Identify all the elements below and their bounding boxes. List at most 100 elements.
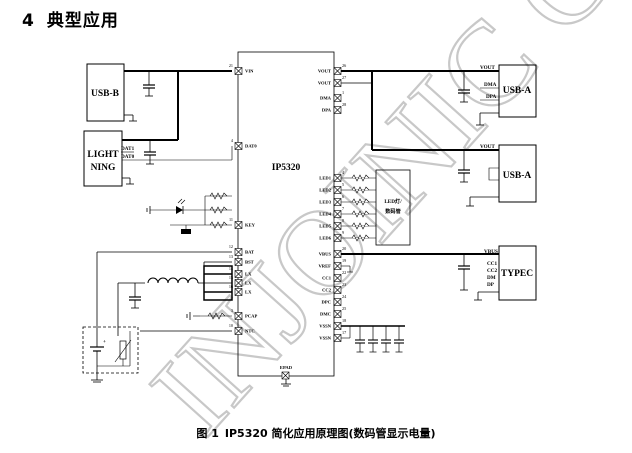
section-number: 4 — [22, 11, 35, 31]
led-resistor — [341, 198, 376, 206]
pin-number: 26 — [342, 63, 346, 68]
signal-dm: DM — [487, 275, 496, 281]
led-resistor — [341, 222, 376, 230]
chip-bottom-pin: EPAD — [280, 365, 293, 387]
pin-label: VBUS — [319, 252, 332, 257]
usb-b-label: USB-B — [91, 89, 120, 99]
battery-inductor-network: + — [82, 251, 233, 383]
pin-number: 22 — [342, 270, 346, 275]
section-title: 典型应用 — [46, 11, 119, 31]
pin-number: 11 — [229, 217, 233, 222]
signal-vout-2: VOUT — [480, 144, 495, 150]
chip-right-pins: 26VOUT27VOUT1DMA28DPA4LED15LED26LED37LED… — [318, 63, 347, 342]
pin-label: LED4 — [319, 212, 331, 217]
pin-label: VSSN — [319, 324, 331, 329]
figure-caption: 图 1 IP5320 简化应用原理图(数码管显示电量) — [0, 425, 632, 441]
signal-dpa: DPA — [486, 94, 497, 100]
pin-number: 6 — [342, 194, 344, 199]
pin-label: CC1 — [322, 276, 332, 281]
pin-number: 4 — [231, 138, 234, 143]
signal-dat1: DAT1 — [121, 146, 135, 152]
pin-label: PCAP — [245, 314, 257, 319]
pin-number: 19 — [342, 258, 346, 263]
figure-number: 图 1 — [196, 427, 219, 440]
signal-vbus: VBUS — [484, 249, 498, 255]
pin-number: 27 — [342, 75, 346, 80]
pin-label: LED6 — [319, 236, 331, 241]
lightning-label-1: LIGHT — [87, 150, 119, 160]
pin-number: 15 — [229, 275, 233, 280]
pin-label: LX — [245, 281, 252, 286]
signal-dma: DMA — [484, 82, 497, 88]
pin-label: BAT — [245, 250, 254, 255]
pin-number: 20 — [342, 246, 346, 251]
pin-label: DMA — [320, 96, 332, 101]
led-resistor — [341, 186, 376, 194]
pin-label: DPC — [322, 300, 331, 305]
pin-number: 3 — [231, 308, 233, 313]
ground-capacitor — [381, 326, 391, 353]
lightning-connector: LIGHT NING DAT1 DAT0 — [83, 130, 233, 187]
pin-label-epad: EPAD — [280, 365, 293, 370]
pin-number: 21 — [229, 63, 233, 68]
pin-number: 1 — [342, 90, 344, 95]
pin-number: 23 — [342, 282, 346, 287]
key-led-network — [146, 192, 232, 234]
typec-label: TYPEC — [501, 269, 533, 279]
pin-label: BST — [245, 260, 254, 265]
pin-label: DPA — [322, 108, 332, 113]
ground-capacitor — [355, 326, 365, 353]
led-display-network: LED灯/ 数码管 — [341, 169, 411, 246]
pin-label: KEY — [245, 223, 256, 228]
pin-number: 28 — [342, 102, 346, 107]
ground-capacitor — [394, 326, 404, 353]
signal-vout-1: VOUT — [480, 65, 495, 71]
usb-a1-connector: USB-A VOUT DMA DPA — [341, 64, 537, 151]
pin-number: 13 — [229, 254, 233, 259]
pin-label: VOUT — [318, 81, 331, 86]
usb-a2-label: USB-A — [503, 171, 532, 181]
pin-number: 5 — [342, 182, 344, 187]
led-box-line2: 数码管 — [385, 207, 401, 215]
pin-number: 4 — [342, 170, 345, 175]
pin-label: CC2 — [322, 288, 332, 293]
pin-label: VSSN — [319, 336, 331, 341]
section-heading: 4 典型应用 — [22, 6, 119, 31]
pin-label: LED5 — [319, 224, 331, 229]
pin-number: 24 — [342, 294, 347, 299]
led-resistor — [341, 174, 376, 182]
led-box-line1: LED灯/ — [384, 197, 402, 205]
pin-label: VOUT — [318, 69, 331, 74]
pin-label: VREF — [318, 264, 331, 269]
pin-label: DMC — [320, 312, 331, 317]
pin-number: 8 — [342, 218, 344, 223]
signal-dat0: DAT0 — [121, 154, 135, 160]
pin-number: 25 — [342, 306, 346, 311]
signal-dp: DP — [487, 282, 495, 288]
pin-number: 10 — [229, 323, 233, 328]
lightning-label-2: NING — [91, 163, 116, 173]
usb-b-connector: USB-B — [86, 63, 232, 140]
pin-number: 12 — [229, 244, 233, 249]
figure-title: IP5320 简化应用原理图(数码管显示电量) — [224, 427, 436, 440]
usb-a1-label: USB-A — [503, 86, 532, 96]
pin-label: LED1 — [319, 176, 331, 181]
watermark: INJOINIC Corp. — [124, 0, 632, 453]
